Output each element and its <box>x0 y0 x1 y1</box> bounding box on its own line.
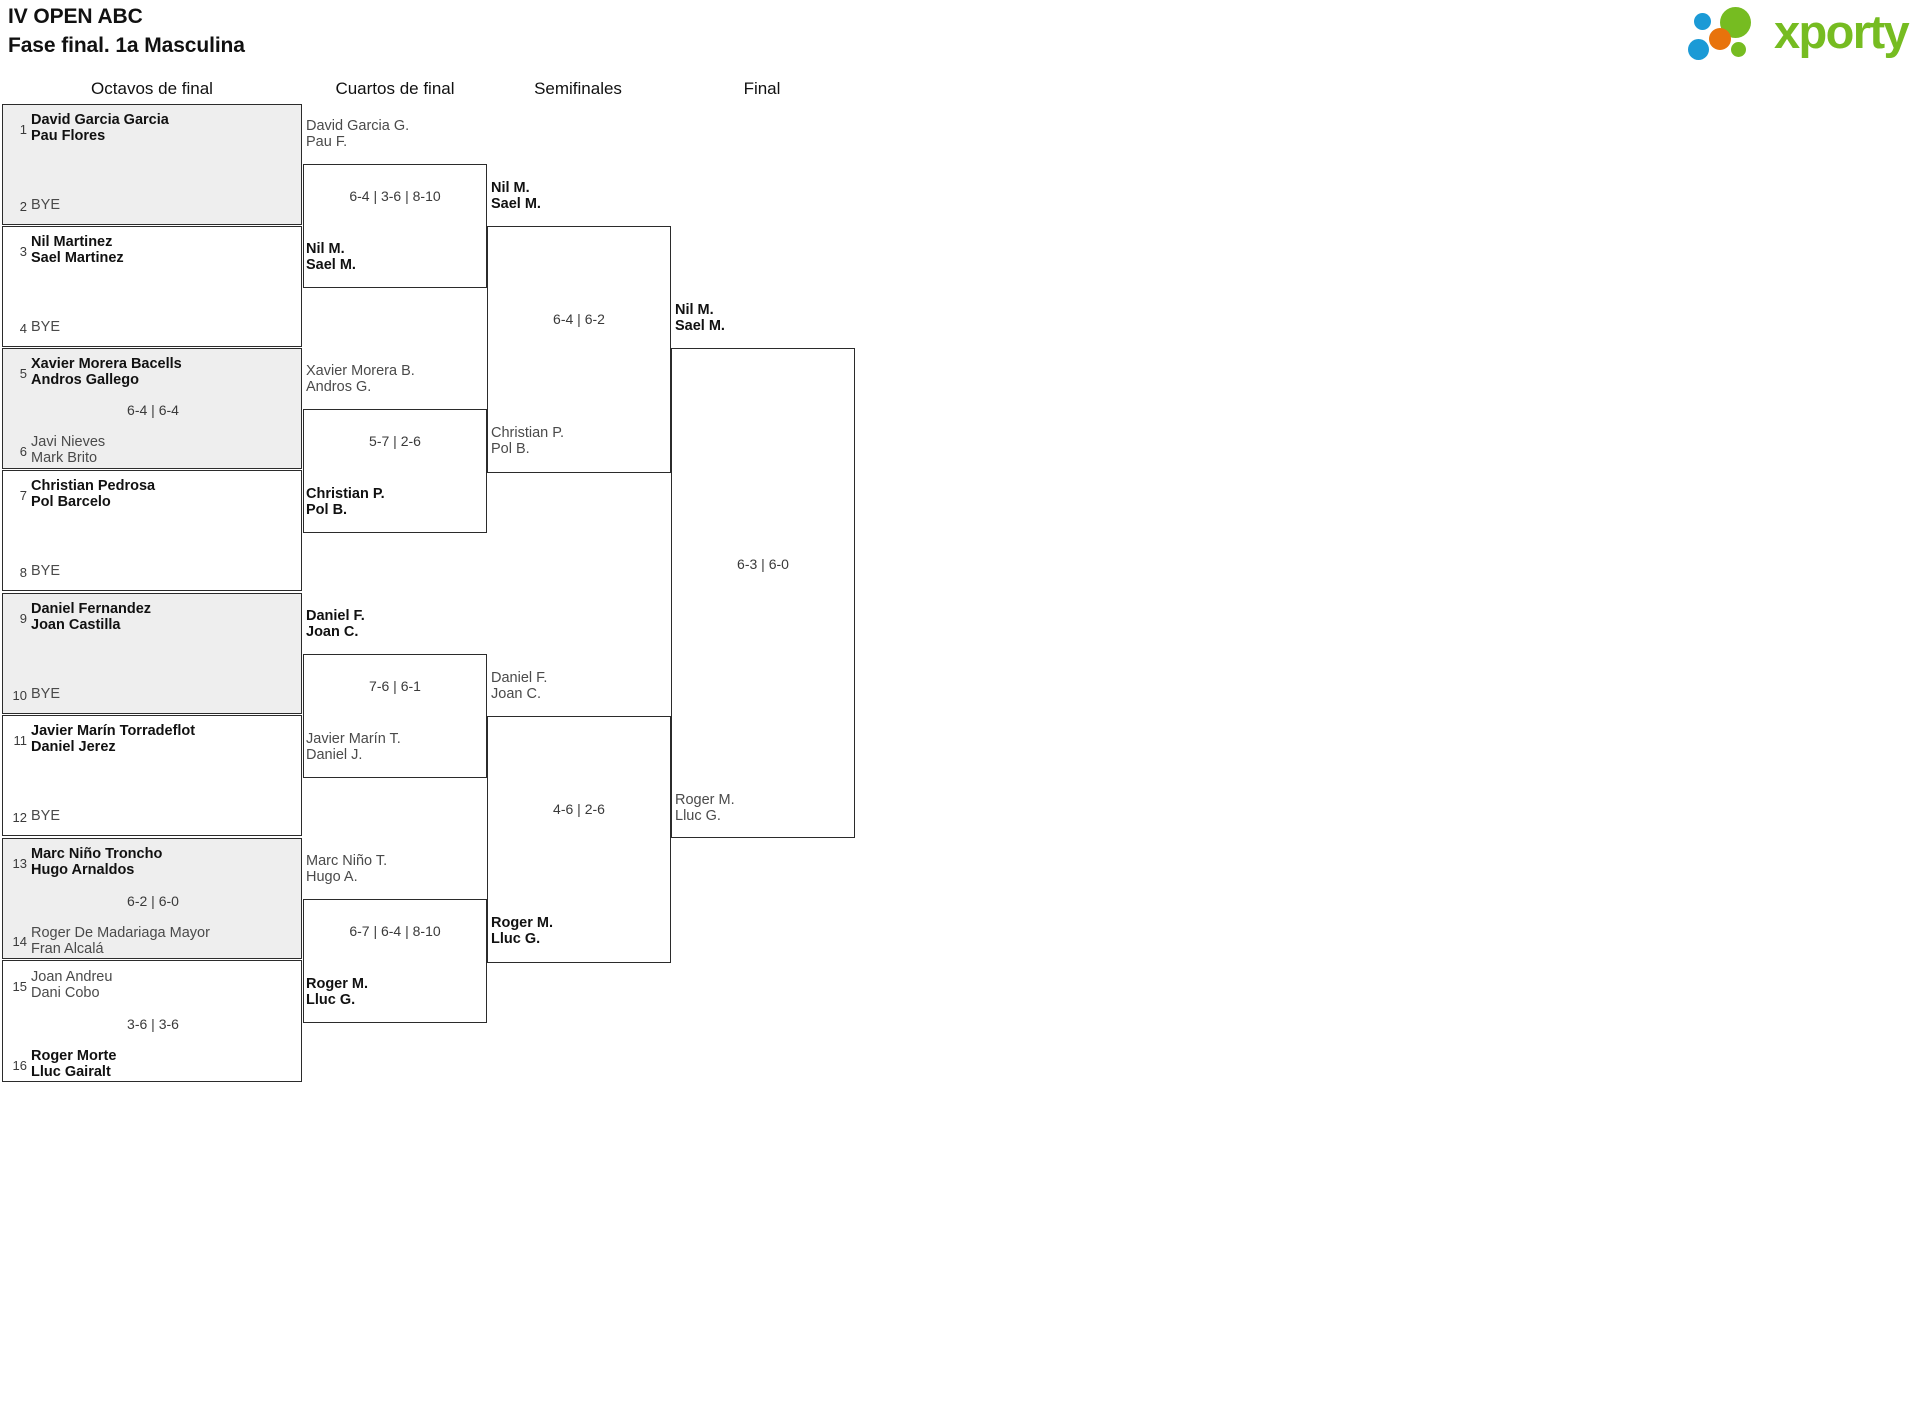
seed-number: 3 <box>19 244 27 259</box>
seed-number: 16 <box>12 1058 27 1073</box>
seed-number: 8 <box>19 565 27 580</box>
seed-number: 10 <box>12 688 27 703</box>
r3-team-bottom: Christian P.Pol B. <box>491 425 565 457</box>
seed-number: 9 <box>19 611 27 626</box>
seed-number: 11 <box>13 733 28 748</box>
r2-team-bottom: Christian P.Pol B. <box>306 486 385 518</box>
team-entry: BYE <box>31 563 61 579</box>
r2-match-3-box[interactable] <box>303 654 487 778</box>
r4-team-bottom: Roger M.Lluc G. <box>675 792 735 824</box>
seed-number: 14 <box>12 934 27 949</box>
team-entry: BYE <box>31 319 61 335</box>
r3-match-1-score: 6-4 | 6-2 <box>553 311 605 327</box>
r2-match-4-box[interactable] <box>303 899 487 1023</box>
seed-number: 15 <box>12 979 27 994</box>
r3-team-top: Nil M.Sael M. <box>491 180 541 212</box>
logo-dot-blue-small <box>1694 13 1711 30</box>
seed-number: 2 <box>19 199 27 214</box>
round-header-octavos: Octavos de final <box>91 79 213 98</box>
r3-team-top: Daniel F.Joan C. <box>491 670 548 702</box>
r3-team-bottom: Roger M.Lluc G. <box>491 915 554 947</box>
r3-match-1-box[interactable] <box>487 226 671 473</box>
seed-number: 13 <box>12 856 27 871</box>
seed-number: 7 <box>19 488 27 503</box>
logo-dot-orange <box>1709 28 1731 50</box>
team-entry: BYE <box>31 686 61 702</box>
seed-number: 6 <box>19 444 27 459</box>
r4-match-box[interactable] <box>671 348 855 838</box>
logo-dots-icon <box>1688 6 1780 60</box>
r4-team-top: Nil M.Sael M. <box>675 302 725 334</box>
seed-number: 4 <box>19 321 27 336</box>
r3-match-2-box[interactable] <box>487 716 671 963</box>
r2-team-bottom: Roger M.Lluc G. <box>306 976 369 1008</box>
seed-number: 1 <box>19 122 27 137</box>
match-score: 6-4 | 6-4 <box>127 402 179 418</box>
r2-match-1-box[interactable] <box>303 164 487 288</box>
tournament-title: IV OPEN ABC <box>8 5 143 28</box>
r2-match-3-score: 7-6 | 6-1 <box>369 678 421 694</box>
page-header: IV OPEN ABC Fase final. 1a Masculina <box>8 2 245 60</box>
r2-team-top: Daniel F.Joan C. <box>306 608 365 640</box>
r2-team-top: Marc Niño T.Hugo A. <box>306 853 388 885</box>
round-header-semifinales: Semifinales <box>534 79 622 98</box>
logo-wordmark: xporty <box>1774 5 1910 58</box>
r2-match-4-score: 6-7 | 6-4 | 8-10 <box>349 923 441 939</box>
seed-number: 5 <box>19 366 27 381</box>
r2-team-bottom: Nil M.Sael M. <box>306 241 356 273</box>
team-entry: BYE <box>31 197 61 213</box>
logo-dot-green-small <box>1731 42 1746 57</box>
r2-team-bottom: Javier Marín T.Daniel J. <box>306 731 401 763</box>
r4-match-score: 6-3 | 6-0 <box>737 556 789 572</box>
match-score: 6-2 | 6-0 <box>127 893 179 909</box>
round-header-cuartos: Cuartos de final <box>335 79 455 98</box>
r2-match-2-box[interactable] <box>303 409 487 533</box>
round-header-final: Final <box>743 79 781 98</box>
logo-dot-blue-large <box>1688 39 1709 60</box>
tournament-subtitle: Fase final. 1a Masculina <box>8 34 245 57</box>
xporty-logo: xporty <box>1688 4 1912 62</box>
r2-match-2-score: 5-7 | 2-6 <box>369 433 421 449</box>
match-score: 3-6 | 3-6 <box>127 1016 179 1032</box>
seed-number: 12 <box>12 810 27 825</box>
r3-match-2-score: 4-6 | 2-6 <box>553 801 605 817</box>
r2-match-1-score: 6-4 | 3-6 | 8-10 <box>349 188 441 204</box>
r2-team-top: Xavier Morera B.Andros G. <box>306 363 415 395</box>
r2-team-top: David Garcia G.Pau F. <box>306 118 410 150</box>
team-entry: BYE <box>31 808 61 824</box>
